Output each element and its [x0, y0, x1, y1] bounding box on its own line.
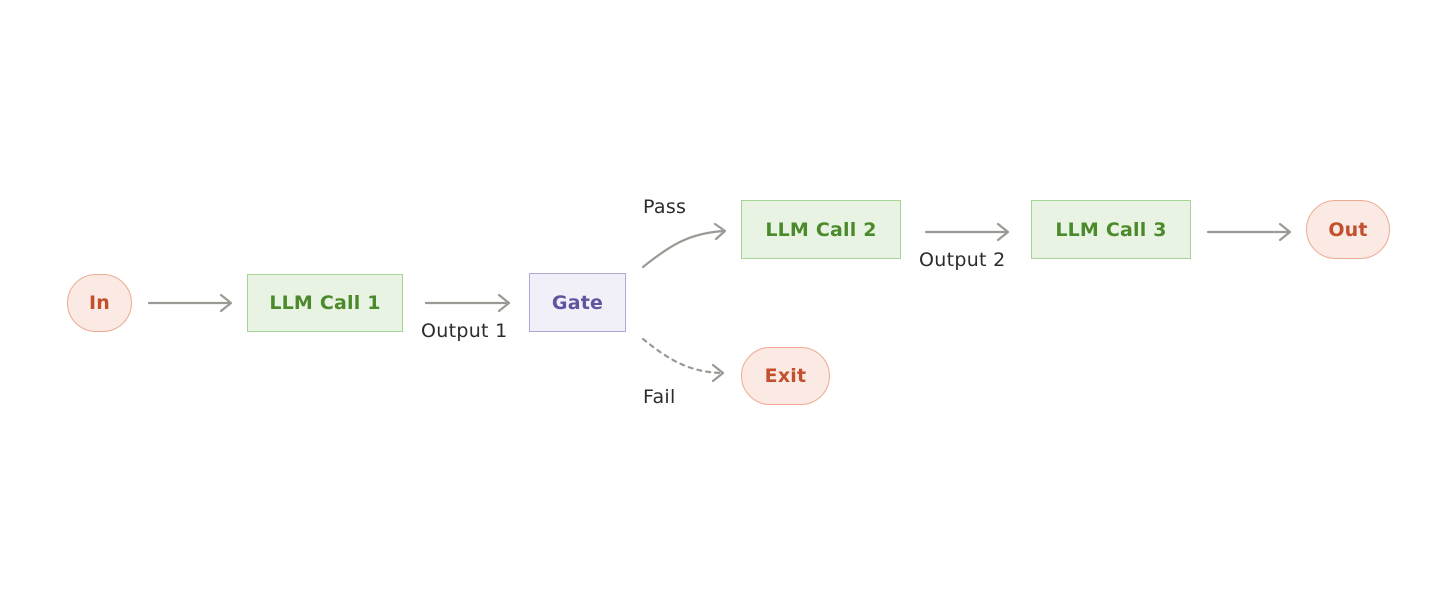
arrow-in-to-llm1 — [147, 293, 233, 313]
node-in: In — [67, 274, 132, 332]
node-llm-call-3: LLM Call 3 — [1031, 200, 1191, 259]
arrow-llm1-to-gate — [424, 293, 511, 313]
edge-label-pass: Pass — [643, 196, 687, 218]
edge-label-fail: Fail — [643, 386, 676, 408]
node-gate: Gate — [529, 273, 626, 332]
arrow-llm2-to-llm3 — [924, 222, 1010, 242]
node-llm-call-2: LLM Call 2 — [741, 200, 901, 259]
node-out: Out — [1306, 200, 1390, 259]
arrow-gate-pass-to-llm2 — [641, 222, 727, 269]
arrow-llm3-to-out — [1206, 222, 1292, 242]
node-llm-call-1: LLM Call 1 — [247, 274, 403, 332]
arrow-gate-fail-to-exit — [641, 337, 725, 383]
node-exit: Exit — [741, 347, 830, 405]
edge-label-output-1: Output 1 — [421, 320, 508, 342]
edge-label-output-2: Output 2 — [919, 249, 1006, 271]
